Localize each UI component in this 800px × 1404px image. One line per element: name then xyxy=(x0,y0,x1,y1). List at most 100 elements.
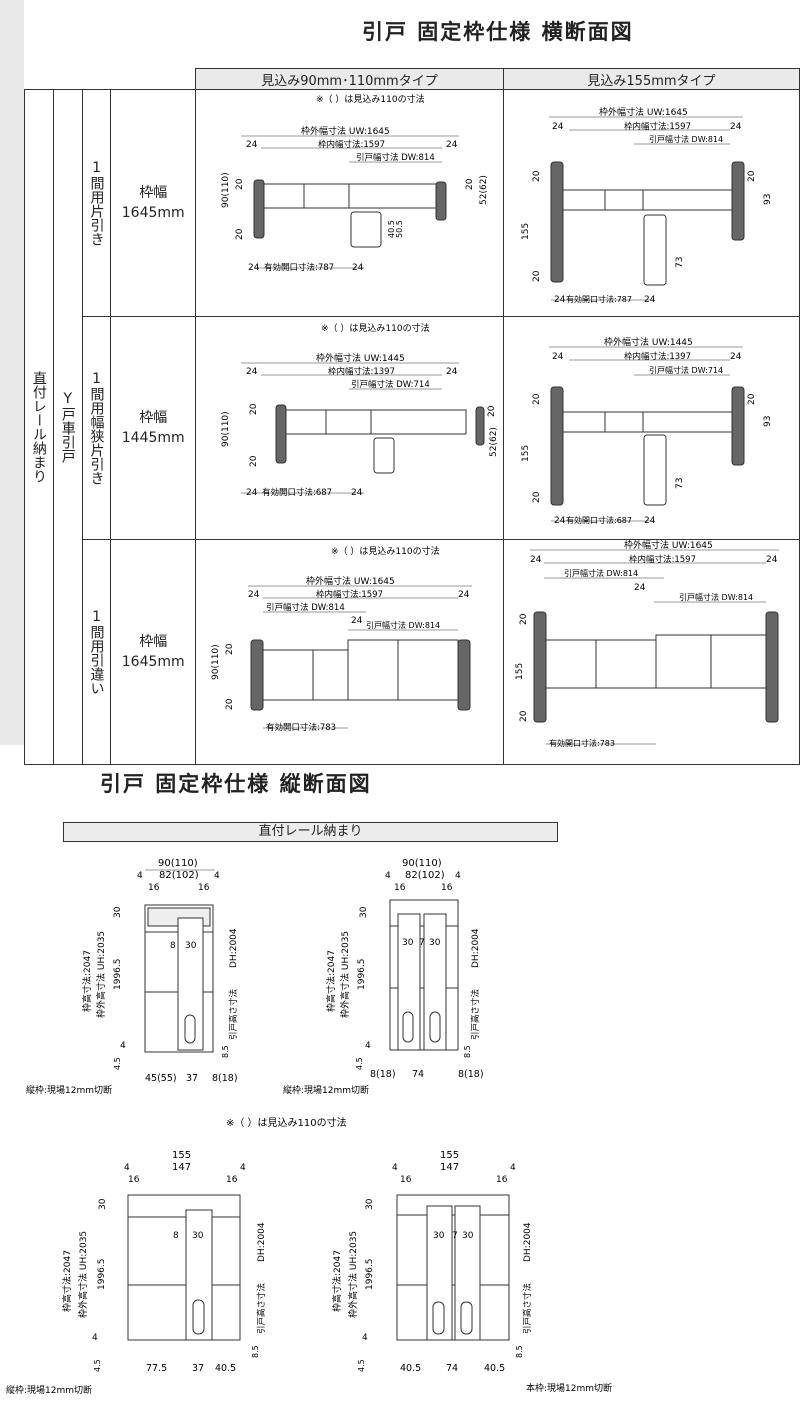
svg-text:24: 24 xyxy=(644,295,656,305)
svg-text:24: 24 xyxy=(248,590,260,600)
svg-text:24: 24 xyxy=(554,516,566,526)
install-label-cell: 直付レール納まり xyxy=(24,89,54,765)
svg-text:155: 155 xyxy=(521,445,531,462)
svg-text:20: 20 xyxy=(465,178,475,190)
svg-text:16: 16 xyxy=(226,1175,238,1185)
svg-text:8(18): 8(18) xyxy=(458,1069,484,1080)
svg-text:引戸幅寸法 DW:814: 引戸幅寸法 DW:814 xyxy=(356,152,435,163)
svg-text:30: 30 xyxy=(365,1198,375,1210)
svg-text:155: 155 xyxy=(172,1150,191,1161)
row-kind-2: 1間用幅狭片引き xyxy=(81,316,112,540)
svg-text:枠内幅寸法:1597: 枠内幅寸法:1597 xyxy=(624,121,691,132)
svg-text:4: 4 xyxy=(365,1041,371,1051)
svg-text:30: 30 xyxy=(98,1198,108,1210)
svg-text:40.5: 40.5 xyxy=(387,220,396,238)
svg-text:24: 24 xyxy=(352,263,364,273)
svg-text:DH:2004: DH:2004 xyxy=(257,1222,267,1262)
plan-diagram-r1-a: ※（ ）は見込み110の寸法 枠外幅寸法 UW:1645 枠内幅寸法:1597 … xyxy=(221,93,489,273)
svg-text:8: 8 xyxy=(173,1231,179,1241)
svg-text:有効開口寸法:687: 有効開口寸法:687 xyxy=(262,487,332,498)
svg-text:74: 74 xyxy=(446,1363,458,1374)
svg-text:枠内幅寸法:1597: 枠内幅寸法:1597 xyxy=(629,554,696,565)
svg-text:4.5: 4.5 xyxy=(93,1359,102,1372)
svg-text:1996.5: 1996.5 xyxy=(357,959,367,991)
svg-text:枠外幅寸法 UW:1645: 枠外幅寸法 UW:1645 xyxy=(301,125,390,137)
row-width-3: 枠幅 1645mm xyxy=(110,539,196,765)
svg-text:有効開口寸法:687: 有効開口寸法:687 xyxy=(566,515,632,525)
vsec-note: ※（ ）は見込み110の寸法 xyxy=(226,1116,347,1129)
svg-text:147: 147 xyxy=(440,1162,459,1173)
svg-text:引戸幅寸法 DW:714: 引戸幅寸法 DW:714 xyxy=(351,379,430,390)
svg-text:1996.5: 1996.5 xyxy=(97,1259,107,1291)
svg-text:37: 37 xyxy=(192,1363,204,1374)
svg-text:24: 24 xyxy=(351,488,363,498)
svg-text:4: 4 xyxy=(362,1333,368,1343)
type-label: Y戸車引戸 xyxy=(59,391,76,463)
vsec-90-double: 90(110) 4 82(102) 4 16 16 30 30 7 30 枠高寸… xyxy=(283,858,484,1096)
col-header-90: 見込み90mm･110mmタイプ xyxy=(194,68,504,90)
svg-text:24: 24 xyxy=(552,352,564,362)
svg-text:引戸幅寸法 DW:814: 引戸幅寸法 DW:814 xyxy=(679,592,753,602)
col-header-155: 見込み155mmタイプ xyxy=(502,68,800,90)
svg-text:45(55): 45(55) xyxy=(145,1073,177,1084)
svg-text:20: 20 xyxy=(532,491,542,503)
vertical-section-bar: 直付レール納まり xyxy=(63,822,558,842)
svg-text:155: 155 xyxy=(521,223,531,240)
svg-text:枠外高寸法 UH:2035: 枠外高寸法 UH:2035 xyxy=(77,1231,89,1318)
svg-text:52(62): 52(62) xyxy=(489,427,499,457)
svg-text:4: 4 xyxy=(124,1163,130,1173)
svg-text:8: 8 xyxy=(170,941,176,951)
svg-text:20: 20 xyxy=(487,405,497,417)
svg-text:枠外幅寸法 UW:1445: 枠外幅寸法 UW:1445 xyxy=(604,336,693,348)
svg-text:30: 30 xyxy=(402,938,414,948)
svg-text:枠高寸法:2047: 枠高寸法:2047 xyxy=(81,950,93,1012)
svg-text:20: 20 xyxy=(747,393,757,405)
row-kind-1: 1間用片引き xyxy=(81,89,112,317)
svg-text:20: 20 xyxy=(747,170,757,182)
svg-text:20: 20 xyxy=(235,228,245,240)
svg-text:77.5: 77.5 xyxy=(146,1363,167,1374)
svg-text:40.5: 40.5 xyxy=(215,1363,236,1374)
svg-text:※（ ）は見込み110の寸法: ※（ ）は見込み110の寸法 xyxy=(316,93,425,105)
svg-text:引戸高さ寸法: 引戸高さ寸法 xyxy=(228,989,239,1040)
svg-text:20: 20 xyxy=(532,270,542,282)
svg-text:74: 74 xyxy=(412,1069,424,1080)
svg-text:20: 20 xyxy=(519,710,529,722)
svg-text:枠高寸法:2047: 枠高寸法:2047 xyxy=(331,1250,343,1312)
svg-text:24: 24 xyxy=(530,555,542,565)
svg-text:8.5: 8.5 xyxy=(251,1345,260,1358)
svg-text:有効開口寸法:787: 有効開口寸法:787 xyxy=(566,294,632,304)
svg-text:20: 20 xyxy=(532,393,542,405)
svg-text:24: 24 xyxy=(552,122,564,132)
svg-text:30: 30 xyxy=(359,906,369,918)
svg-text:24: 24 xyxy=(634,583,646,593)
svg-text:枠外高寸法 UH:2035: 枠外高寸法 UH:2035 xyxy=(347,1231,359,1318)
svg-text:枠内幅寸法:1397: 枠内幅寸法:1397 xyxy=(624,351,691,362)
svg-text:8.5: 8.5 xyxy=(463,1045,472,1058)
svg-text:枠外幅寸法 UW:1445: 枠外幅寸法 UW:1445 xyxy=(316,352,405,364)
svg-text:16: 16 xyxy=(128,1175,140,1185)
svg-text:4: 4 xyxy=(240,1163,246,1173)
svg-text:縦枠:現場12mm切断: 縦枠:現場12mm切断 xyxy=(26,1084,112,1096)
svg-text:52(62): 52(62) xyxy=(479,175,489,205)
svg-text:20: 20 xyxy=(249,455,259,467)
svg-text:1996.5: 1996.5 xyxy=(113,959,123,991)
svg-text:7: 7 xyxy=(452,1231,458,1241)
svg-text:※（ ）は見込み110の寸法: ※（ ）は見込み110の寸法 xyxy=(321,322,430,334)
svg-text:90(110): 90(110) xyxy=(158,858,198,869)
svg-text:155: 155 xyxy=(440,1150,459,1161)
plan-diagram-r2-a: ※（ ）は見込み110の寸法 枠外幅寸法 UW:1445 枠内幅寸法:1397 … xyxy=(221,322,499,498)
svg-text:24: 24 xyxy=(458,590,470,600)
row-kind-3: 1間用引違い xyxy=(81,539,112,765)
svg-text:147: 147 xyxy=(172,1162,191,1173)
svg-text:4: 4 xyxy=(392,1163,398,1173)
svg-text:8(18): 8(18) xyxy=(212,1073,238,1084)
svg-text:30: 30 xyxy=(462,1231,474,1241)
svg-text:引戸高さ寸法: 引戸高さ寸法 xyxy=(256,1283,267,1334)
svg-text:引戸幅寸法 DW:814: 引戸幅寸法 DW:814 xyxy=(266,602,345,613)
